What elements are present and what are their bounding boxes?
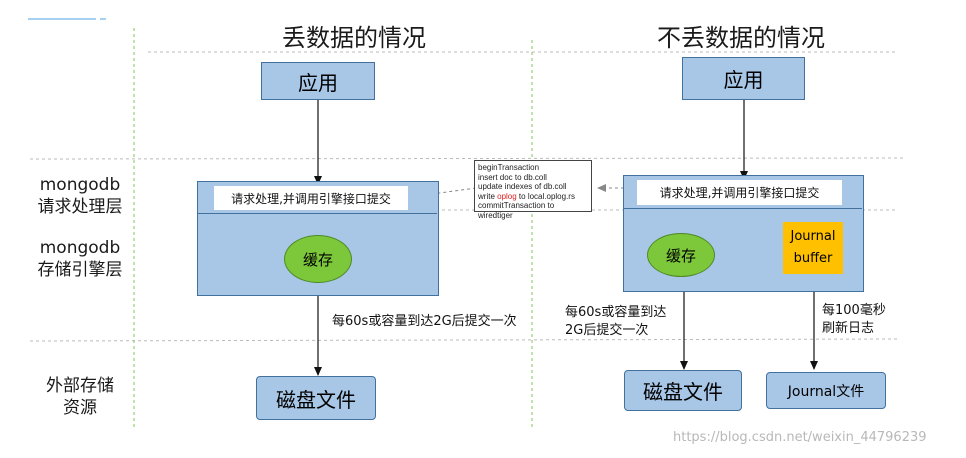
separator-external [29, 338, 898, 342]
right-cache-ellipse: 缓存 [647, 233, 715, 277]
left-engine-box: 请求处理,并调用引擎接口提交 缓存 [197, 181, 439, 296]
right-layer-divider [624, 208, 862, 209]
right-app-box: 应用 [682, 57, 805, 100]
title-left: 丢数据的情况 [282, 24, 426, 52]
row-label-storage-layer: mongodb 存储引擎层 [37, 238, 123, 280]
left-app-box: 应用 [261, 62, 375, 100]
journal-file: Journal文件 [766, 372, 886, 409]
title-right: 不丢数据的情况 [657, 24, 825, 52]
left-cache-ellipse: 缓存 [284, 235, 352, 283]
oplog-highlight: oplog [497, 191, 517, 201]
row-label-request-layer: mongodb 请求处理层 [37, 175, 123, 217]
separator-request [29, 157, 907, 160]
transaction-code-box: beginTransaction insert doc to db.coll u… [474, 160, 592, 220]
left-disk-file: 磁盘文件 [256, 376, 376, 420]
right-request-bar: 请求处理,并调用引擎接口提交 [637, 180, 842, 205]
watermark: https://blog.csdn.net/weixin_44796239 [673, 430, 927, 445]
journal-flush-note: 每100毫秒 刷新日志 [822, 303, 886, 336]
left-flush-note: 每60s或容量到达2G后提交一次 [332, 314, 517, 329]
oplog-line: write oplog to local.oplog.rs [478, 191, 575, 201]
journal-buffer: Journal buffer [783, 222, 843, 274]
right-engine-box: 请求处理,并调用引擎接口提交 缓存 Journal buffer [623, 175, 864, 292]
left-layer-divider [198, 213, 437, 214]
left-request-bar: 请求处理,并调用引擎接口提交 [214, 186, 408, 210]
row-label-external: 外部存储 资源 [46, 376, 114, 418]
right-disk-file: 磁盘文件 [624, 370, 742, 411]
right-flush-note: 每60s或容量到达 2G后提交一次 [565, 305, 667, 338]
